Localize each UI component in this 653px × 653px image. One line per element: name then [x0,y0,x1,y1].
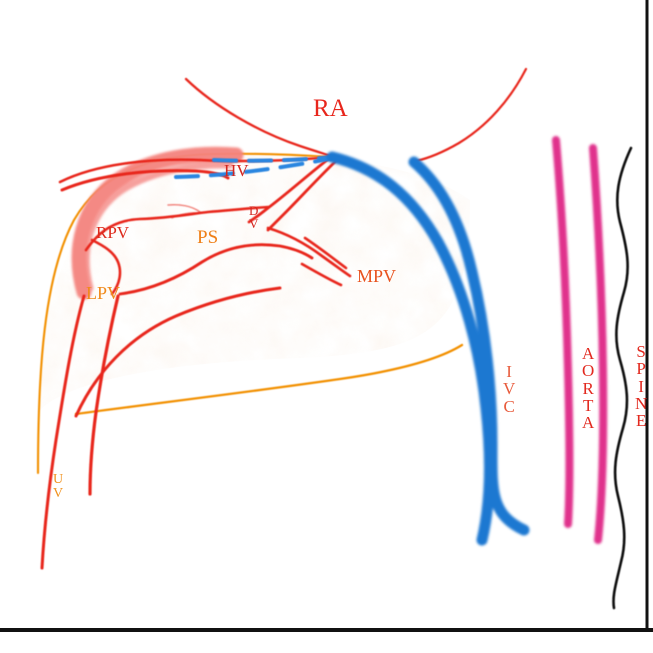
right-portal-vein-hook [90,238,122,296]
hepatic-vein-dashed-upper [212,155,336,163]
main-portal-vein-upper [303,236,348,270]
label-uv-char: U [53,472,64,487]
portal-sinus-inner-mark [167,204,201,213]
label-uv-char: V [53,486,64,502]
label-ra: RA [313,95,348,122]
label-spine-char: E [635,411,647,431]
label-ivc-char: I [506,362,512,381]
portal-sinus-lower-loop [74,286,282,418]
label-spine-char: N [635,393,648,413]
label-spine-char: P [636,359,646,379]
hepatic-vein-dashed-lower [174,156,336,179]
main-portal-vein-lower [300,262,343,287]
label-ivc-char: V [503,379,516,399]
left-portal-vein-band [71,146,244,300]
liver-outline-lower [74,343,464,416]
label-dv-char: D [249,203,259,218]
label-ps: PS [197,227,219,248]
label-spine-char: S [636,342,646,361]
umbilical-vein-right-wall [88,294,120,496]
label-aorta-char: T [582,395,594,415]
label-lpv: LPV [86,283,121,303]
label-hv: HV [224,161,249,180]
left-portal-vein-band-inner [82,161,234,292]
label-aorta-char: A [582,344,595,363]
label-aorta-char: R [582,378,594,398]
label-aorta-char: A [582,413,595,433]
spine-line [612,146,633,610]
ductus-venosus-wall-right [266,156,341,232]
label-aorta-char: O [582,361,595,381]
aorta-wall-left [552,136,574,528]
inferior-vena-cava-wall-right [408,156,530,536]
portal-sinus-inner-mark-2 [171,212,199,219]
right-atrium-wall-right [414,67,528,163]
right-atrium-wall-left [184,77,333,158]
portal-sinus-upper-edge [266,226,352,278]
label-dv-char: V [249,216,259,232]
label-rpv: RPV [96,223,130,242]
aorta-wall-right [589,144,608,544]
label-spine-char: I [638,376,644,396]
portal-sinus-body [118,243,314,296]
ductus-venosus-wall-left [247,155,333,224]
umbilical-vein-left-wall [40,294,86,570]
label-ivc-char: C [503,396,515,416]
label-mpv: MPV [357,266,397,286]
